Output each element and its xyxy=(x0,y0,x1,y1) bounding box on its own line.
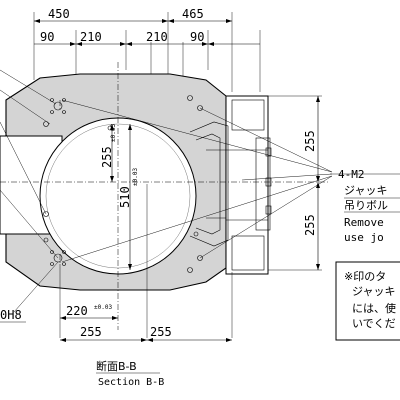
hole-fit-label: 0H8 xyxy=(0,308,22,322)
note-line-2: ジャッキ xyxy=(352,285,395,298)
dim-overall-right: 465 xyxy=(182,7,204,21)
dim-right-90: 90 xyxy=(190,30,204,44)
note-line-4: いでくだ xyxy=(352,317,396,330)
dim-right-210: 210 xyxy=(146,30,168,44)
dim-left-90: 90 xyxy=(40,30,54,44)
dim-width-220: 220 xyxy=(66,304,88,318)
callout-lifting-bolt: 吊りボル xyxy=(344,199,388,212)
callout-thread-spec: 4-M2 xyxy=(338,168,365,181)
note-line-3: には、使 xyxy=(352,302,396,315)
bottom-dimensions: 220 ±0.03 255 255 xyxy=(59,184,233,342)
dim-width-220-tolerance: ±0.03 xyxy=(94,304,112,311)
callout-jack-bolt: ジャッキ xyxy=(344,184,387,197)
dim-height-255-tolerance: ±0.03 xyxy=(110,124,117,142)
section-title-jp: 断面B-B xyxy=(96,359,137,373)
callout-remove: Remove xyxy=(344,216,384,229)
section-title: 断面B-B Section B-B xyxy=(96,359,164,388)
dim-height-510: 510 xyxy=(118,186,132,208)
dim-right-255-lower: 255 xyxy=(303,214,317,236)
callout-thread: 4-M2 ジャッキ 吊りボル Remove use jo xyxy=(330,168,400,244)
leader-lines xyxy=(0,69,333,313)
note-line-1: ※印のタ xyxy=(344,270,386,283)
section-title-en: Section B-B xyxy=(98,377,164,388)
dim-left-210: 210 xyxy=(80,30,102,44)
note-box: ※印のタ ジャッキ には、使 いでくだ xyxy=(335,261,400,341)
dim-bottom-255-right: 255 xyxy=(150,325,172,339)
dim-right-255-upper: 255 xyxy=(303,130,317,152)
top-dimensions: 450 465 90 210 210 90 xyxy=(33,7,261,128)
dim-bottom-255-left: 255 xyxy=(80,325,102,339)
dim-height-255: 255 xyxy=(100,146,114,168)
right-height-dimensions: 255 255 xyxy=(268,95,322,271)
dim-height-510-tolerance: ±0.03 xyxy=(132,168,139,186)
center-lines xyxy=(0,62,330,330)
callout-use-jo: use jo xyxy=(344,231,384,244)
center-height-dimensions: 255 ±0.03 510 ±0.03 xyxy=(100,124,139,270)
dim-overall-left: 450 xyxy=(48,7,70,21)
